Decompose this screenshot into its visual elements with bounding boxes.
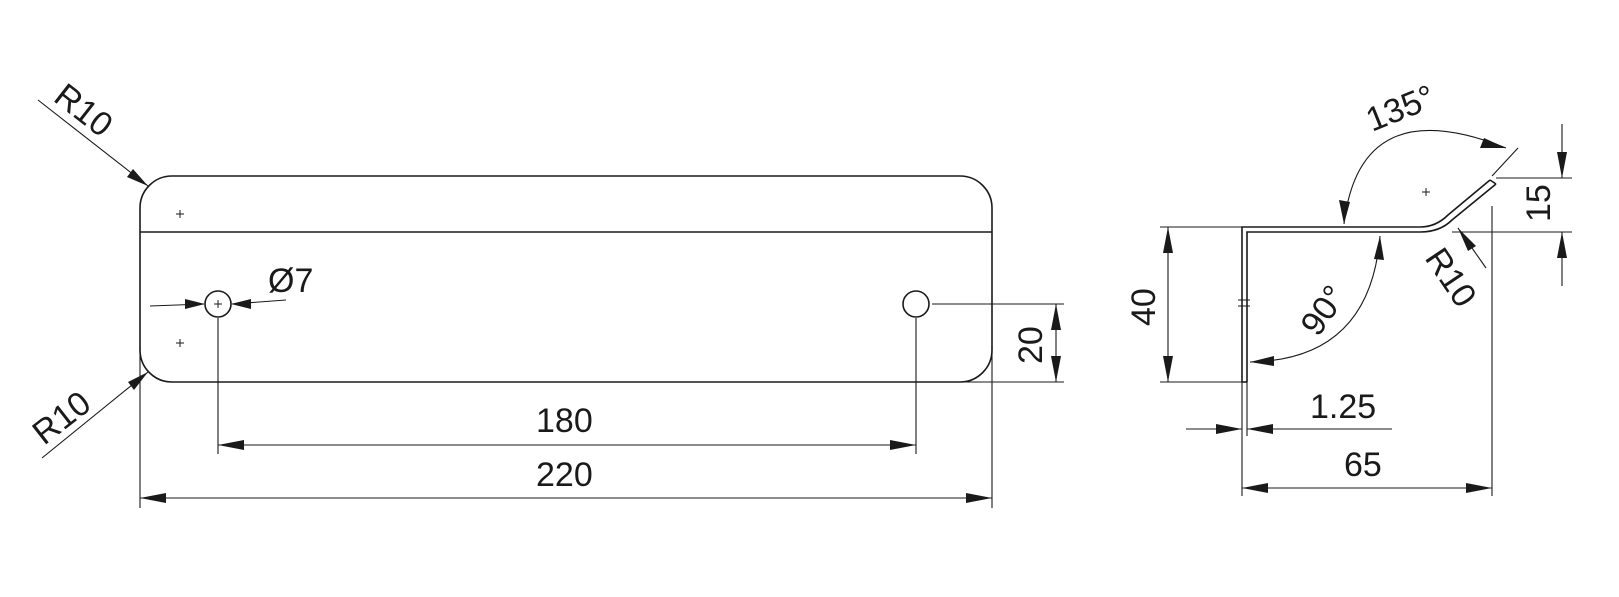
hole-diameter-label: Ø7 <box>268 262 313 300</box>
hole-height-arrow-bottom <box>1051 356 1061 382</box>
hole-spacing-arrow-right <box>890 440 916 450</box>
flange-height-arrow-bottom <box>1557 232 1567 258</box>
thickness-arrow-right <box>1247 424 1273 434</box>
profile-width-label: 65 <box>1344 446 1382 484</box>
hole-spacing-label: 180 <box>536 402 593 440</box>
plate-outline <box>139 175 993 383</box>
center-mark-upper <box>176 210 184 218</box>
hole-height-arrow-top <box>1051 304 1061 330</box>
radius-top-left-arrow <box>127 169 148 186</box>
radius-bottom-left-label: R10 <box>26 384 99 452</box>
side-view: 135° 90° 40 15 R10 1.25 <box>1125 78 1572 496</box>
hole-spacing-arrow-left <box>218 440 244 450</box>
radius-bottom-left-arrow <box>128 372 148 390</box>
hole-diameter-arrow-left <box>185 299 205 309</box>
thickness-arrow-left <box>1216 424 1242 434</box>
hole-diameter-arrow-right <box>231 299 251 309</box>
hole-right <box>902 290 930 318</box>
angle-135-arc <box>1343 129 1507 225</box>
overall-length-arrow-left <box>140 493 166 503</box>
angle-135-arrow-top <box>1480 138 1506 148</box>
profile-height-arrow-top <box>1163 227 1173 253</box>
angle-135-ext <box>1491 147 1519 177</box>
center-mark-lower <box>176 339 184 347</box>
flange-height-arrow-top <box>1557 152 1567 178</box>
profile-end-top <box>1489 179 1497 185</box>
hole-height-label: 20 <box>1012 326 1050 364</box>
overall-length-label: 220 <box>536 456 593 494</box>
profile-radius-label: R10 <box>1417 241 1483 314</box>
profile-width-arrow-left <box>1242 483 1268 493</box>
angle-135-arrow-bottom <box>1339 200 1350 224</box>
thickness-label: 1.25 <box>1310 388 1376 426</box>
front-view: R10 R10 Ø7 180 220 20 <box>26 76 1064 508</box>
hole-left-center-mark <box>214 300 222 308</box>
profile-height-label: 40 <box>1125 288 1163 326</box>
flange-height-label: 15 <box>1520 184 1558 222</box>
radius-bottom-left-leader <box>41 371 149 459</box>
angle-90-arrow-left <box>1250 356 1274 366</box>
angle-90-arc <box>1249 235 1381 363</box>
profile-height-arrow-bottom <box>1163 356 1173 382</box>
profile-inner <box>1246 183 1497 382</box>
profile-outer <box>1241 179 1491 382</box>
overall-length-arrow-right <box>966 493 992 503</box>
angle-90-label: 90° <box>1293 279 1354 343</box>
radius-top-left-label: R10 <box>47 76 120 144</box>
profile-width-arrow-right <box>1466 483 1492 493</box>
profile-radius-arrow <box>1458 228 1476 251</box>
radius-top-left-leader <box>37 99 149 187</box>
angle-90-arrow-top <box>1374 236 1384 260</box>
bend-center-mark <box>1422 188 1430 196</box>
